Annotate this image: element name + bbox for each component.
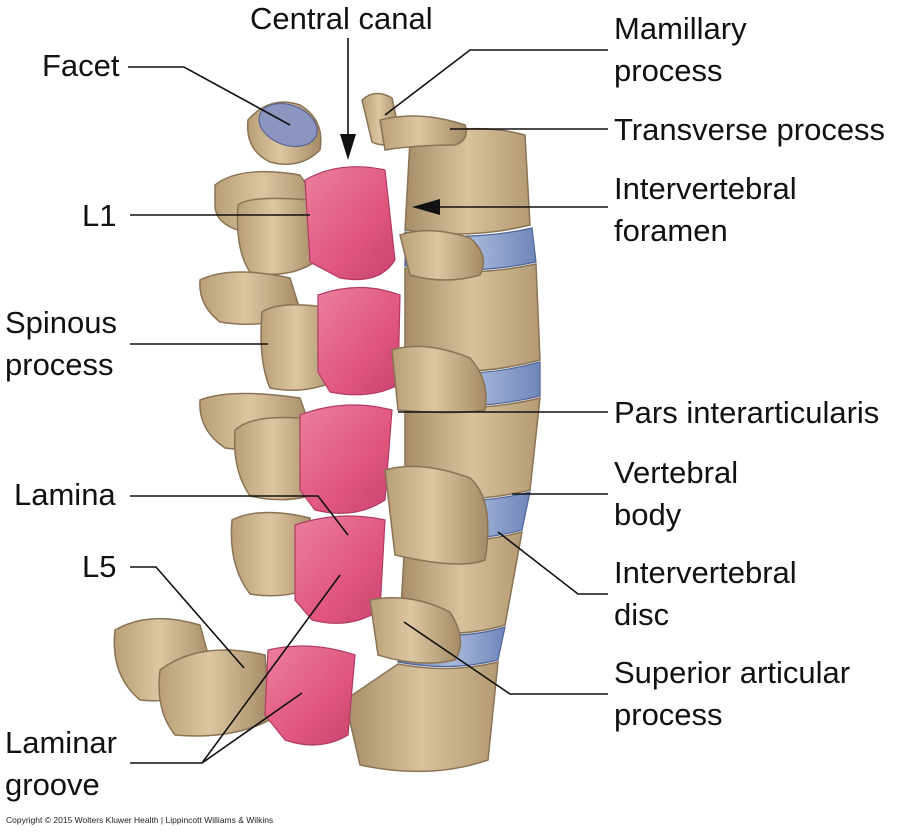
leader-laminar-groove-b — [201, 692, 303, 764]
label-l5: L5 — [82, 546, 116, 588]
superior-articular-process-l4 — [384, 465, 489, 565]
leader-lamina — [130, 495, 349, 536]
label-pars-interarticularis-line-1: Pars interarticularis — [614, 395, 880, 430]
laminae — [264, 166, 401, 746]
transverse-process-l1 — [379, 115, 467, 151]
label-laminar-groove: Laminar groove — [5, 722, 117, 806]
label-central-canal-line-1: Central canal — [250, 1, 433, 36]
label-facet-line-1: Facet — [42, 48, 120, 83]
label-pars-interarticularis: Pars interarticularis — [614, 392, 879, 434]
leader-lines — [128, 38, 608, 764]
superior-articular-process-l2 — [399, 229, 485, 281]
lamina-l5 — [264, 645, 356, 746]
label-intervertebral-disc: Intervertebral disc — [614, 552, 797, 636]
facets — [246, 101, 322, 165]
label-lamina: Lamina — [14, 474, 116, 516]
label-central-canal: Central canal — [250, 0, 433, 40]
spinous-process-l5-tip — [158, 649, 271, 737]
label-superior-articular-process-line-2: process — [614, 697, 723, 732]
leader-facet — [128, 66, 291, 126]
leader-mamillary-process — [384, 49, 608, 116]
facet-surface — [258, 102, 318, 148]
label-intervertebral-disc-line-2: disc — [614, 597, 670, 632]
label-spinous-process-line-2: process — [5, 347, 114, 382]
label-intervertebral-foramen-line-1: Intervertebral — [614, 171, 797, 206]
label-intervertebral-disc-line-1: Intervertebral — [614, 555, 797, 590]
label-laminar-groove-line-2: groove — [5, 767, 100, 802]
label-transverse-process: Transverse process — [614, 109, 885, 151]
arrowhead-intervertebral-foramen — [412, 199, 440, 215]
articular-processes — [361, 92, 489, 664]
label-mamillary-process: Mamillary process — [614, 8, 747, 92]
label-intervertebral-foramen: Intervertebral foramen — [614, 168, 797, 252]
label-spinous-process-line-1: Spinous — [5, 305, 118, 340]
label-l1: L1 — [82, 195, 116, 237]
leader-l5 — [130, 566, 245, 669]
label-spinous-process: Spinous process — [5, 302, 117, 386]
lamina-l1 — [304, 166, 396, 281]
label-mamillary-process-line-1: Mamillary — [614, 11, 747, 46]
lamina-l2 — [317, 286, 401, 396]
label-l5-line-1: L5 — [82, 549, 117, 584]
label-facet: Facet — [42, 45, 120, 87]
spinous-process-l1-tip — [236, 197, 319, 275]
label-l1-line-1: L1 — [82, 198, 117, 233]
spinous-process-l3-tip — [233, 416, 321, 501]
label-mamillary-process-line-2: process — [614, 53, 723, 88]
label-lamina-line-1: Lamina — [14, 477, 116, 512]
label-transverse-process-line-1: Transverse process — [614, 112, 886, 147]
copyright-notice: Copyright © 2015 Wolters Kluwer Health |… — [6, 815, 274, 825]
vertebral-body-l5 — [344, 661, 499, 773]
lamina-l3 — [299, 404, 393, 514]
label-superior-articular-process: Superior articular process — [614, 652, 850, 736]
leader-superior-articular-process — [403, 621, 608, 695]
label-superior-articular-process-line-1: Superior articular — [614, 655, 851, 690]
leader-intervertebral-disc — [497, 531, 608, 595]
label-intervertebral-foramen-line-2: foramen — [614, 213, 728, 248]
label-laminar-groove-line-1: Laminar — [5, 725, 117, 760]
label-vertebral-body-line-2: body — [614, 497, 682, 532]
arrowhead-central-canal — [340, 134, 356, 160]
label-vertebral-body: Vertebral body — [614, 452, 738, 536]
label-vertebral-body-line-1: Vertebral — [614, 455, 739, 490]
